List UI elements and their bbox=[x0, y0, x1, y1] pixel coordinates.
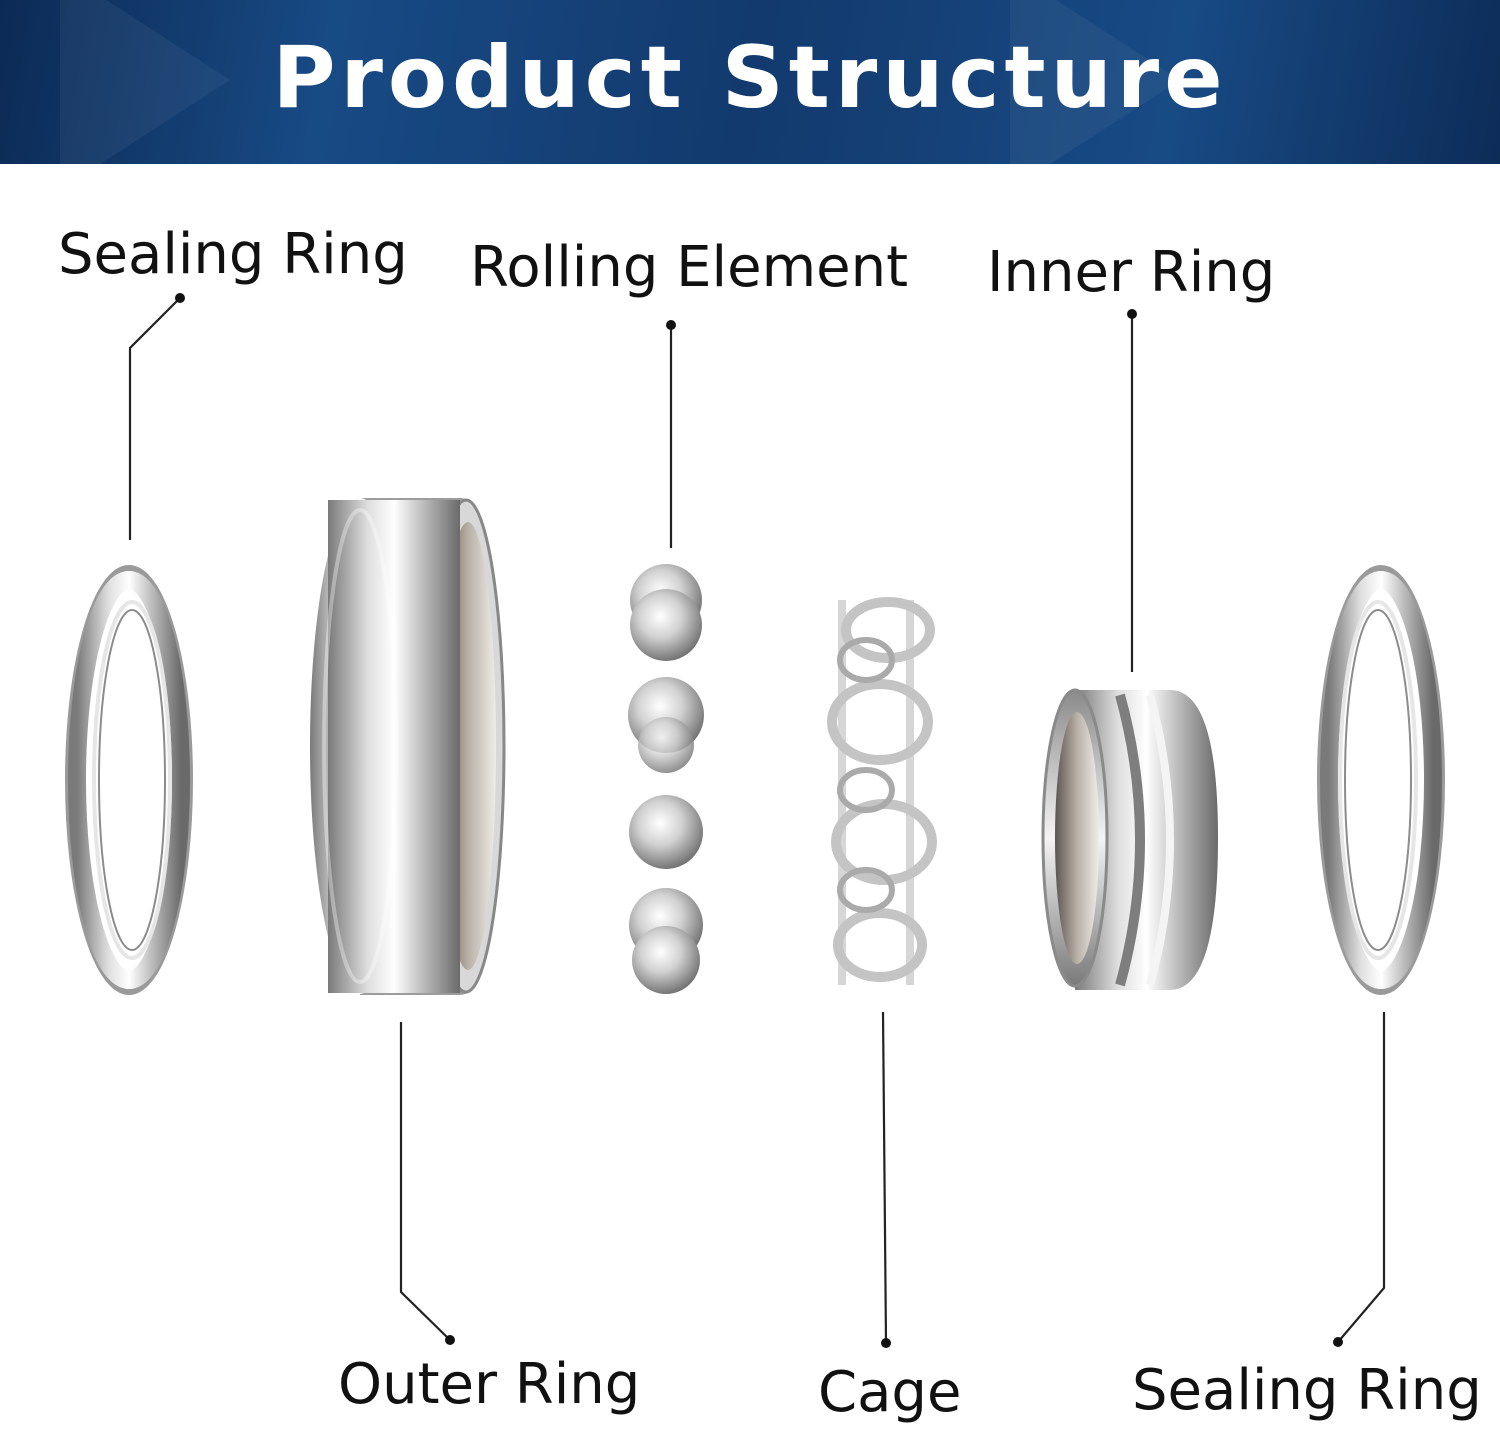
inner-ring-part bbox=[1041, 688, 1218, 990]
rolling-element-part bbox=[628, 564, 704, 994]
cage-part bbox=[827, 597, 937, 985]
label-sealing-ring-right: Sealing Ring bbox=[1132, 1358, 1482, 1423]
leader-sealing-ring-left bbox=[128, 297, 181, 540]
leader-sealing-ring-right bbox=[1337, 1012, 1386, 1343]
leader-lines bbox=[128, 297, 1386, 1344]
outer-ring-part bbox=[310, 498, 506, 995]
sealing-ring-right-part bbox=[1317, 565, 1445, 995]
label-cage: Cage bbox=[818, 1360, 962, 1425]
label-rolling-element: Rolling Element bbox=[470, 235, 909, 300]
sealing-ring-left-part bbox=[65, 565, 193, 995]
label-sealing-ring-left: Sealing Ring bbox=[58, 222, 408, 287]
leader-cage bbox=[881, 1011, 888, 1344]
label-outer-ring: Outer Ring bbox=[338, 1352, 641, 1417]
leader-outer-ring bbox=[399, 1022, 451, 1341]
label-inner-ring: Inner Ring bbox=[987, 240, 1276, 305]
header-banner: Product Structure bbox=[0, 0, 1500, 164]
leader-dots bbox=[175, 293, 1343, 1348]
